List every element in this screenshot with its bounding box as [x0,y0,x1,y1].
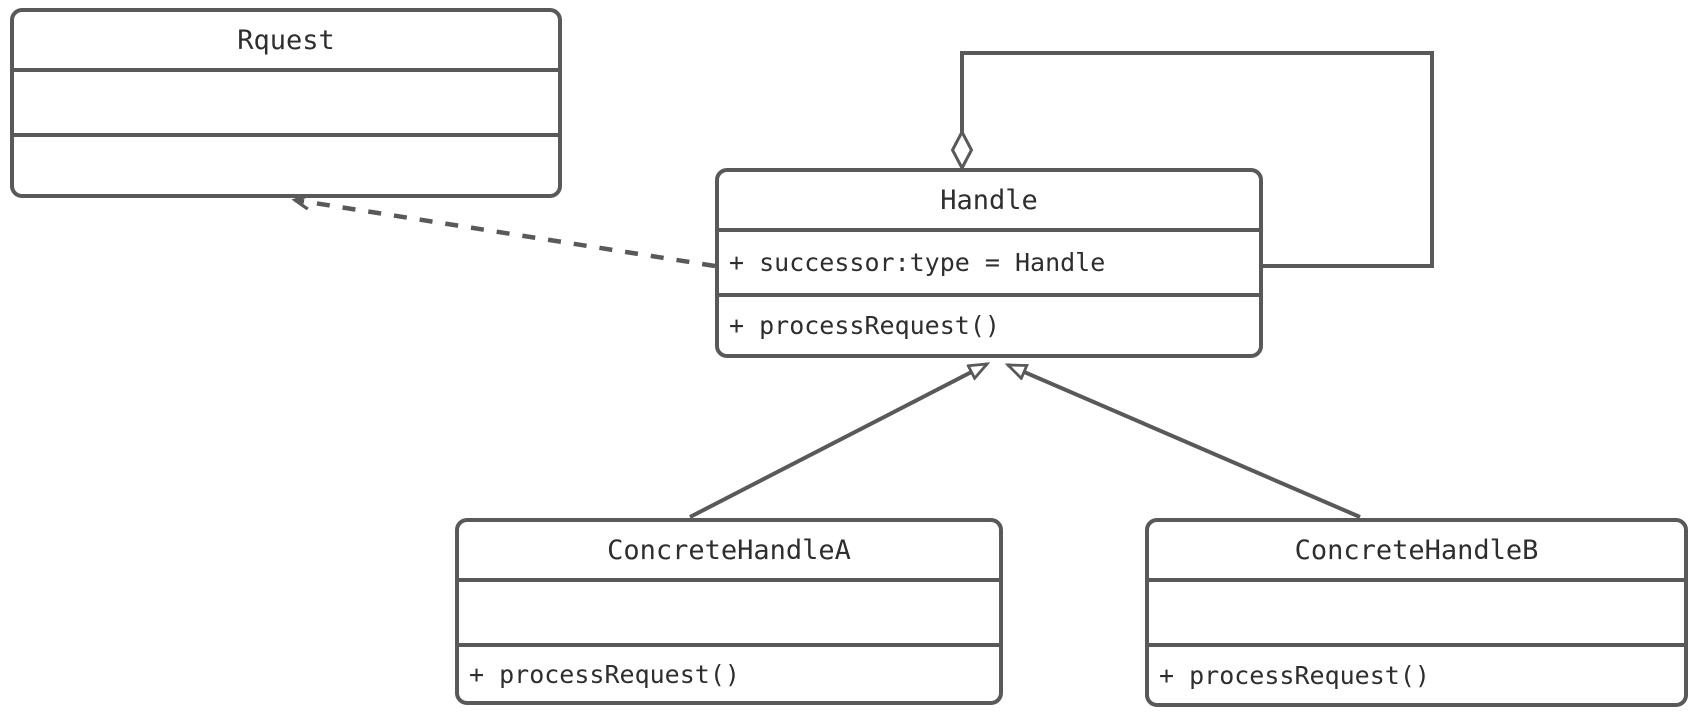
attribute-text: + successor:type = Handle [729,248,1106,277]
methods-compartment: + processRequest() [719,297,1259,354]
class-box-concrete-handle-b[interactable]: ConcreteHandleB + processRequest() [1145,518,1688,707]
class-box-rquest[interactable]: Rquest [10,8,562,198]
class-title: Handle [719,172,1259,232]
method-text: + processRequest() [1159,660,1430,690]
class-title: ConcreteHandleA [459,522,999,582]
methods-compartment: + processRequest() [1149,647,1684,703]
attributes-compartment [14,72,558,137]
class-title: ConcreteHandleB [1149,522,1684,582]
methods-compartment: + processRequest() [459,647,999,701]
generalization-arrow-concrete-a [689,362,987,519]
method-text: + processRequest() [469,659,740,689]
method-text: + processRequest() [729,311,1000,340]
attributes-compartment [459,582,999,647]
attributes-compartment [1149,582,1684,647]
class-box-concrete-handle-a[interactable]: ConcreteHandleA + processRequest() [455,518,1003,705]
class-box-handle[interactable]: Handle + successor:type = Handle + proce… [715,168,1263,358]
dependency-arrow-handle-to-rquest [295,200,716,269]
methods-compartment [14,137,558,194]
aggregation-diamond-icon [950,128,974,172]
class-title: Rquest [14,12,558,72]
generalization-arrow-concrete-b [1008,363,1361,519]
attributes-compartment: + successor:type = Handle [719,232,1259,297]
